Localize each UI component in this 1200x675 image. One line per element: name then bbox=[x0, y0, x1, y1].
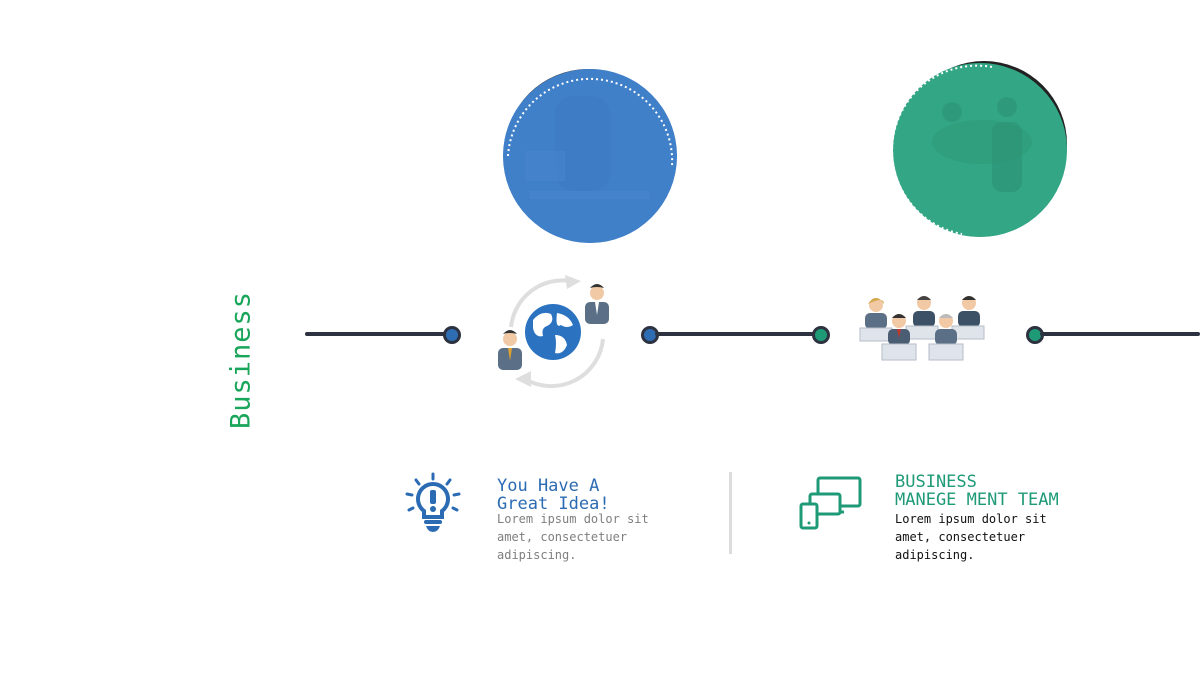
photo-circle-team bbox=[891, 61, 1067, 237]
call-center-team-icon bbox=[859, 296, 985, 361]
card-body: Lorem ipsum dolor sit amet, consectetuer… bbox=[895, 510, 1047, 564]
card-body-line: Lorem ipsum dolor sit bbox=[895, 512, 1047, 526]
vertical-title: Business bbox=[225, 290, 257, 430]
card-body-line: adipiscing. bbox=[895, 548, 975, 562]
card-body-line: amet, consectetuer bbox=[497, 530, 628, 544]
photo-circle-office bbox=[503, 69, 677, 243]
timeline-node bbox=[443, 326, 461, 344]
card-title-line: You Have A bbox=[497, 476, 600, 496]
card-title: You Have A Great Idea! bbox=[497, 477, 610, 513]
card-title-line: Great Idea! bbox=[497, 494, 610, 514]
timeline-segment bbox=[655, 332, 815, 336]
card-title-line: MANEGE MENT TEAM bbox=[895, 490, 1059, 510]
card-body: Lorem ipsum dolor sit amet, consectetuer… bbox=[497, 510, 649, 564]
card-body-line: amet, consectetuer bbox=[895, 530, 1026, 544]
card-title: BUSINESS MANEGE MENT TEAM bbox=[895, 473, 1059, 509]
card-body-line: adipiscing. bbox=[497, 548, 577, 562]
timeline-node bbox=[812, 326, 830, 344]
card-body-line: Lorem ipsum dolor sit bbox=[497, 512, 649, 526]
card-title-line: BUSINESS bbox=[895, 472, 977, 492]
global-network-icon bbox=[498, 275, 609, 389]
timeline-segment bbox=[1040, 332, 1200, 336]
timeline-segment bbox=[305, 332, 450, 336]
card-divider bbox=[729, 472, 732, 554]
multi-device-icon bbox=[799, 476, 862, 530]
lightbulb-icon bbox=[405, 472, 461, 532]
